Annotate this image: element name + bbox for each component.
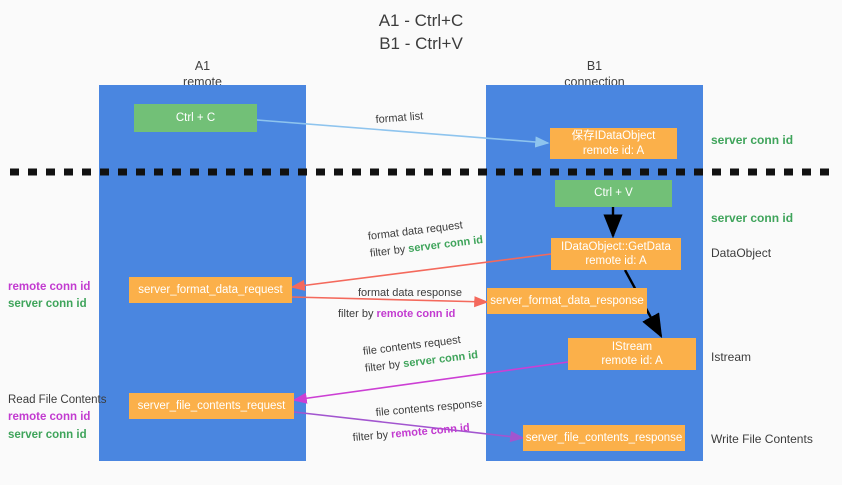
left-label-server-conn-id-1: server conn id	[8, 298, 87, 311]
node-server-file-contents-request[interactable]: server_file_contents_request	[129, 393, 294, 419]
edge-label-file-contents-response: file contents response filter by remote …	[352, 396, 485, 444]
node-server-format-data-request-label: server_format_data_request	[138, 283, 283, 296]
node-istream[interactable]: IStream remote id: A	[568, 338, 696, 370]
node-server-file-contents-response[interactable]: server_file_contents_response	[523, 425, 685, 451]
node-save-idataobject-remote-id: remote id: A	[582, 144, 645, 157]
column-header-b1-name: B1	[586, 59, 603, 73]
edge-label-format-list: format list	[375, 110, 424, 126]
node-save-idataobject-label: 保存IDataObject	[571, 130, 656, 143]
left-label-read-file-contents: Read File Contents	[8, 394, 107, 406]
left-label-conn-id-group-2: Read File Contents remote conn id server…	[8, 392, 106, 444]
right-label-write-file-contents: Write File Contents	[711, 432, 813, 446]
node-idataobject-getdata-label: IDataObject::GetData	[561, 240, 671, 253]
left-label-remote-conn-id-1: remote conn id	[8, 281, 91, 293]
edge-label-file-contents-response-filter: filter by remote conn id	[352, 421, 471, 444]
node-server-format-data-request[interactable]: server_format_data_request	[129, 277, 292, 303]
node-istream-label: IStream	[611, 340, 653, 353]
right-label-istream: Istream	[711, 350, 752, 364]
node-ctrl-c[interactable]: Ctrl + C	[134, 104, 257, 132]
node-istream-remote-id: remote id: A	[601, 355, 663, 367]
left-label-server-conn-id-2: server conn id	[8, 428, 87, 441]
node-save-idataobject[interactable]: 保存IDataObject remote id: A	[550, 128, 677, 159]
left-label-remote-conn-id-2: remote conn id	[8, 411, 91, 424]
node-ctrl-c-label: Ctrl + C	[175, 111, 216, 124]
edge-label-format-data-request: format data request filter by server con…	[367, 215, 484, 262]
right-label-server-conn-id-1: server conn id	[711, 133, 794, 147]
node-server-format-data-response[interactable]: server_format_data_response	[487, 288, 647, 314]
node-ctrl-v[interactable]: Ctrl + V	[555, 180, 672, 207]
node-ctrl-v-label: Ctrl + V	[594, 187, 633, 200]
page-title: A1 - Ctrl+C B1 - Ctrl+V	[0, 10, 842, 56]
node-server-file-contents-response-label: server_file_contents_response	[525, 431, 683, 444]
edge-label-format-data-response: format data response filter by remote co…	[338, 285, 462, 322]
node-server-format-data-response-label: server_format_data_response	[490, 294, 644, 307]
title-line-1: A1 - Ctrl+C	[378, 11, 464, 30]
column-header-a1-name: A1	[194, 59, 211, 73]
node-server-file-contents-request-label: server_file_contents_request	[137, 399, 286, 412]
node-idataobject-getdata[interactable]: IDataObject::GetData remote id: A	[551, 238, 681, 270]
edge-label-file-contents-request: file contents request filter by server c…	[362, 330, 479, 377]
edge-label-file-contents-response-title: file contents response	[375, 397, 483, 419]
right-label-dataobject: DataObject	[711, 246, 772, 260]
left-label-conn-id-group-1: remote conn id server conn id	[8, 279, 90, 314]
node-idataobject-getdata-remote-id: remote id: A	[585, 255, 647, 267]
title-line-2: B1 - Ctrl+V	[379, 33, 463, 53]
right-label-server-conn-id-2: server conn id	[711, 211, 794, 225]
edge-label-format-data-response-filter: filter by remote conn id	[338, 307, 456, 320]
edge-label-format-data-response-title: format data response	[358, 287, 462, 299]
